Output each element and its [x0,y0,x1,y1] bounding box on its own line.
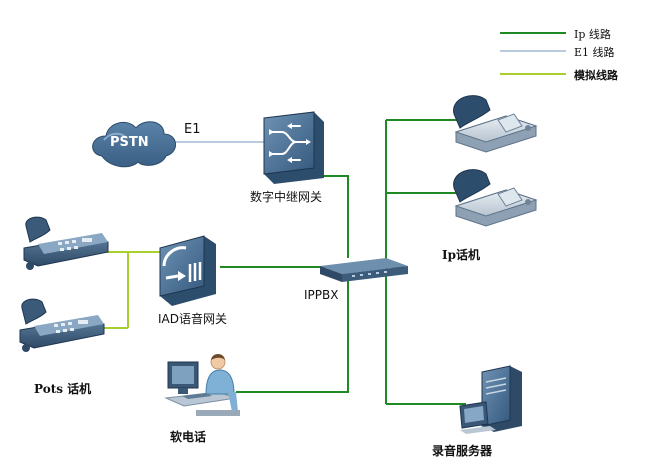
analog-lines [98,251,160,329]
cloud-icon [92,121,176,168]
ip-lines [220,119,466,405]
e1-link-label: E1 [184,122,201,137]
legend-e1-label: E1 线路 [574,46,615,59]
recording-server-label: 录音服务器 [432,444,493,458]
trunk-gateway-label: 数字中继网关 [250,190,323,204]
ippbx-label: IPPBX [304,288,339,302]
iad-gateway-icon [159,235,216,306]
iad-gateway-label: IAD语音网关 [158,312,227,326]
legend [500,32,566,75]
desk-phone-icon [23,216,109,270]
pstn-label: PSTN [110,135,149,150]
ippbx-switch-icon [320,258,408,282]
softphone-user-icon [164,354,240,416]
trunk-gateway-icon [263,111,324,184]
pots-phone-label: Pots 话机 [34,382,92,396]
softphone-label: 软电话 [170,430,207,444]
server-icon [459,365,522,434]
ip-phone-label: Ip话机 [442,248,481,262]
legend-analog-label: 模拟线路 [574,69,618,82]
ip-phone-icon [453,95,538,153]
desk-phone-icon [19,298,105,352]
legend-ip-label: Ip 线路 [574,28,611,41]
ip-phone-icon [453,169,538,227]
